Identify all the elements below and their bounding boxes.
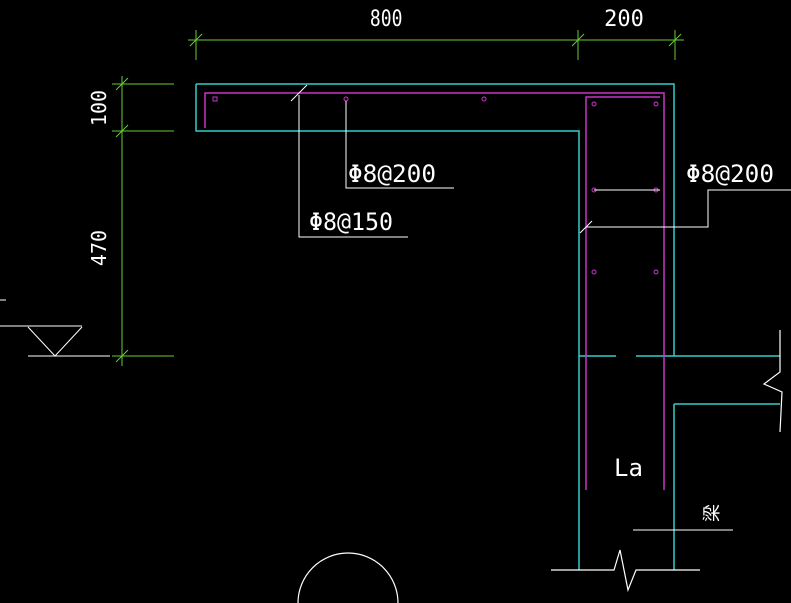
arc-symbol [297, 552, 399, 603]
break-line-bottom-icon [551, 549, 700, 593]
dimension-800: 800 [370, 5, 403, 31]
dimension-470: 470 [87, 230, 111, 266]
dimension-200: 200 [604, 7, 644, 32]
concrete-outline [195, 83, 780, 570]
beam-label: 梁 [702, 504, 723, 522]
dimension-lines [112, 30, 684, 366]
rebar-label-slab-150: Φ8@150 [309, 208, 393, 236]
leader-lines [290, 84, 791, 531]
break-line-right-icon [762, 330, 783, 433]
dimension-100: 100 [87, 90, 111, 126]
anchorage-label: La [614, 454, 643, 482]
rebar-label-slab-200: Φ8@200 [348, 160, 436, 188]
rebar-lines [204, 92, 665, 490]
elevation-marker-icon [0, 299, 110, 357]
rebar-label-column-200: Φ8@200 [686, 160, 774, 188]
